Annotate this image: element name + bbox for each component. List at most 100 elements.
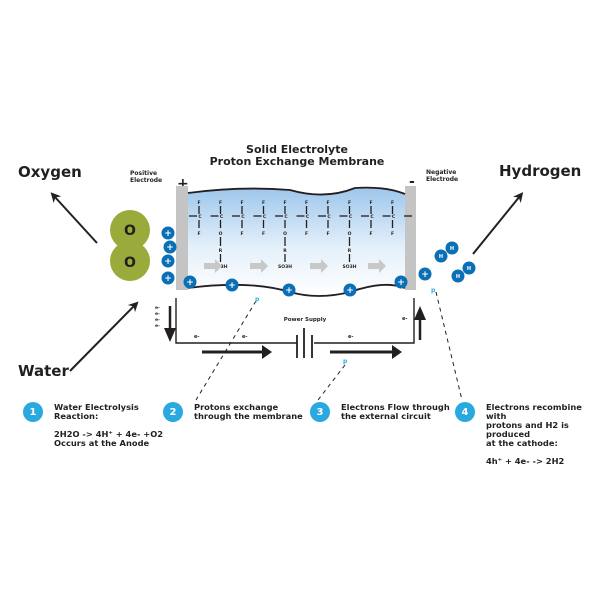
proton-symbol: +: [285, 286, 293, 296]
proton-circle: [183, 275, 197, 289]
hydrogen-atom-symbol: H: [450, 246, 454, 252]
proton: +: [343, 283, 357, 297]
circuit-wire-left: [175, 298, 297, 344]
proton-flow-arrow: [310, 259, 328, 273]
hydrogen-atom: [451, 269, 465, 283]
proton: +: [225, 278, 239, 292]
proton: +: [418, 267, 432, 281]
minus-terminal: -: [409, 174, 415, 190]
step-equation-note: Occurs at the Anode: [54, 438, 150, 448]
step-number-badge: 2: [163, 402, 183, 422]
proton: +: [163, 240, 177, 254]
fluorine-atom: F: [326, 200, 329, 206]
proton-flow-arrow: [250, 259, 268, 273]
fluorine-atom: F: [283, 200, 286, 206]
fluorine-atom: F: [369, 200, 372, 206]
proton-symbol: +: [421, 270, 429, 280]
hydrogen-atom-symbol: H: [456, 274, 460, 280]
carbon-atom: C: [220, 214, 224, 220]
fluorine-atom: F: [219, 200, 222, 206]
step-title-line: the external circuit: [341, 411, 431, 421]
water-in-arrow: [69, 301, 139, 372]
proton-circle: [161, 226, 175, 240]
oxygen-atom-symbol: O: [124, 223, 136, 239]
carbon-atom: C: [284, 214, 288, 220]
oxygen-atom-symbol: O: [124, 255, 136, 271]
step-title-line: Reaction:: [54, 411, 99, 421]
electron-flow-arrowhead: [262, 345, 272, 359]
water-label: Water: [18, 362, 69, 380]
positive-electrode-plate: [176, 186, 188, 290]
electron-label: e-: [155, 324, 160, 329]
hydrogen-atom-symbol: H: [467, 266, 471, 272]
fluorine-atom: F: [391, 200, 394, 206]
oxygen-atom: O: [348, 231, 352, 237]
carbon-atom: C: [306, 214, 310, 220]
membrane-top-edge: [187, 186, 406, 196]
circuit-wire-right: [314, 298, 415, 344]
fluorine-atom: F: [262, 200, 265, 206]
proton: +: [183, 275, 197, 289]
fluorine-atom: F: [262, 231, 265, 237]
proton-marker: p: [255, 296, 260, 303]
step2-leader-line: [195, 300, 257, 401]
electron-label: e-: [155, 306, 160, 311]
fluorine-atom: F: [240, 231, 243, 237]
carbon-atom: C: [263, 214, 267, 220]
proton: +: [282, 283, 296, 297]
proton: +: [394, 275, 408, 289]
proton-circle: [394, 275, 408, 289]
positive-electrode-label-line1: Positive: [130, 170, 157, 177]
fluorine-atom: F: [348, 200, 351, 206]
protons: ++++++++++: [161, 226, 432, 297]
negative-electrode-label-line2: Electrode: [426, 176, 458, 183]
hydrogen-atom: [445, 241, 459, 255]
electron-label: e-: [155, 312, 160, 317]
step-4: 4 Electrons recombine with protons and H…: [455, 402, 600, 466]
electron-label: e-: [348, 334, 353, 340]
fluorine-atom: F: [305, 231, 308, 237]
oxygen-out-arrow: [50, 192, 98, 244]
proton-symbol: +: [186, 278, 194, 288]
hydrogen-atom-symbol: H: [439, 254, 443, 260]
step-title-line: Electrons recombine with: [486, 402, 582, 421]
carbon-atom: C: [392, 214, 396, 220]
proton-circle: [418, 267, 432, 281]
proton: +: [161, 254, 175, 268]
oxygen-label: Oxygen: [18, 163, 82, 181]
proton-symbol: +: [164, 229, 172, 239]
proton-symbol: +: [228, 281, 236, 291]
step-title-line: Protons exchange: [194, 402, 279, 412]
fluorine-atom: F: [305, 200, 308, 206]
proton-symbol: +: [397, 278, 405, 288]
step-equation: 4h⁺ + 4e- -> 2H2: [486, 456, 565, 466]
proton: +: [161, 226, 175, 240]
sulfonic-group: SO3H: [278, 264, 292, 270]
proton-circle: [282, 283, 296, 297]
electron-flow-arrowhead: [392, 345, 402, 359]
oxygen-atom: O: [283, 231, 287, 237]
side-chain-label: R: [219, 248, 223, 254]
step-3: 3 Electrons Flow through the external ci…: [310, 402, 450, 422]
proton-circle: [343, 283, 357, 297]
step-number-badge: 1: [23, 402, 43, 422]
step-title-line: protons and H2 is produced: [486, 420, 569, 439]
step-2: 2 Protons exchange through the membrane: [163, 402, 303, 422]
hydrogen-atom: [462, 261, 476, 275]
electron-label: e-: [194, 334, 199, 340]
proton-circle: [163, 240, 177, 254]
step-title-line: through the membrane: [194, 411, 303, 421]
step-1: 1 Water Electrolysis Reaction: 2H2O -> 4…: [23, 402, 163, 448]
step-number-badge: 3: [310, 402, 330, 422]
hydrogen-molecule: HH: [451, 261, 476, 283]
proton-flow-arrow: [368, 259, 386, 273]
positive-electrode-label-line2: Electrode: [130, 177, 162, 184]
membrane-title-line2: Proton Exchange Membrane: [210, 155, 385, 168]
fluorine-atom: F: [369, 231, 372, 237]
external-circuit: Power Supply e- e- e- e- e- e- e- e-: [155, 298, 426, 359]
electron-label: e-: [402, 316, 407, 322]
proton-circle: [161, 271, 175, 285]
oxygen-atom: [110, 241, 150, 281]
